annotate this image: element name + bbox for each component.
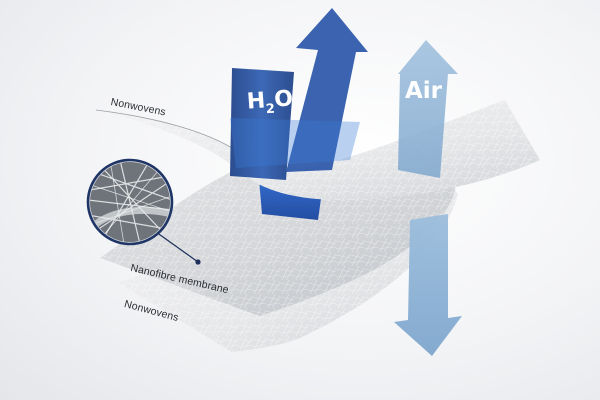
air-down-arrow [394,214,462,356]
air-label: Air [405,78,443,104]
pointer-dot [195,259,201,265]
water-arrow-right [286,8,368,172]
water-symbol: H [246,88,267,115]
magnifier-pointer-line [155,231,199,263]
water-suffix: O [273,86,294,113]
magnifier-detail-icon [86,158,174,246]
water-label: H2O [246,86,294,118]
water-arrow-left [230,68,294,180]
air-up-arrow [398,40,458,178]
